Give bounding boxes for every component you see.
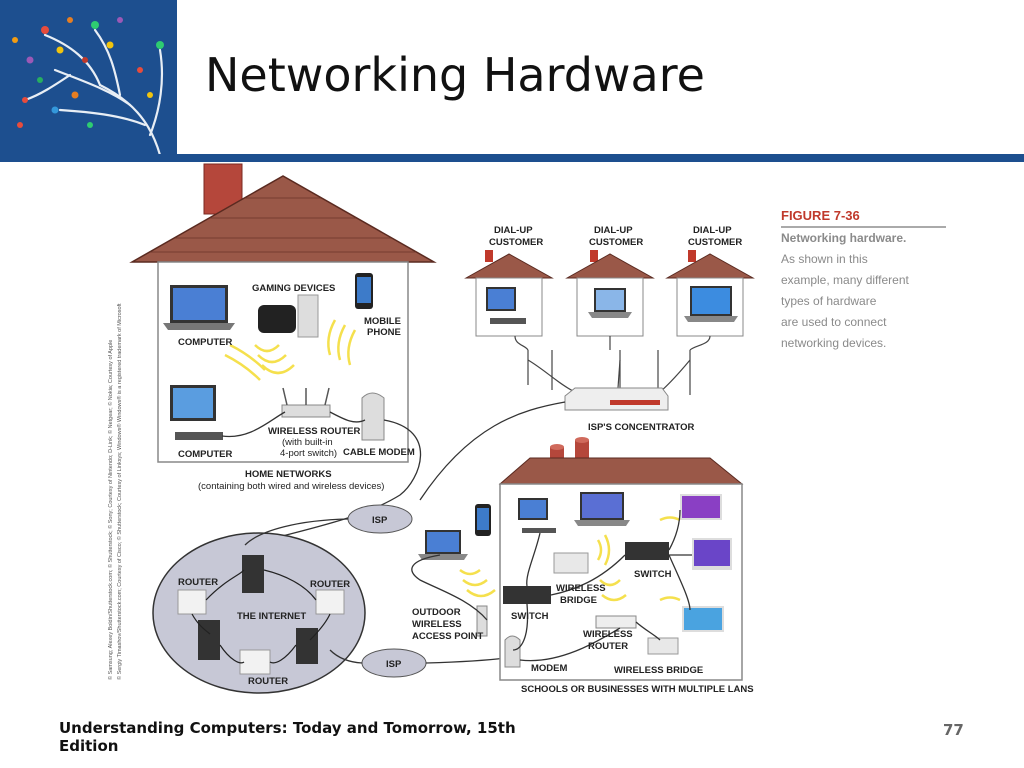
label-outdoor-1: OUTDOOR xyxy=(412,607,461,618)
label-schools: SCHOOLS OR BUSINESSES WITH MULTIPLE LANS xyxy=(521,684,754,695)
label-isp-bottom: ISP xyxy=(386,659,402,670)
wireless-router-icon xyxy=(281,387,331,418)
label-dialup-2: DIAL-UP xyxy=(594,225,633,236)
cable-modem-icon xyxy=(361,392,385,441)
label-router-bottom: ROUTER xyxy=(248,676,288,687)
figure-number: FIGURE 7-36 xyxy=(781,208,860,223)
dialup-house-2 xyxy=(565,250,655,337)
label-computer-bottom: COMPUTER xyxy=(178,449,233,460)
label-modem: MODEM xyxy=(531,663,568,674)
label-isp-top: ISP xyxy=(372,515,388,526)
label-wireless-bridge-top-2: BRIDGE xyxy=(560,595,597,606)
label-customer-1: CUSTOMER xyxy=(489,237,543,248)
label-isps-concentrator: ISP'S CONCENTRATOR xyxy=(588,422,695,433)
label-computer-top: COMPUTER xyxy=(178,337,233,348)
desktop-computer-icon xyxy=(170,385,223,440)
school-wifi-waves xyxy=(459,516,681,602)
label-router-right: ROUTER xyxy=(310,579,350,590)
label-customer-2: CUSTOMER xyxy=(589,237,643,248)
gaming-console-icon xyxy=(258,294,319,338)
figure-caption-line: As shown in this xyxy=(781,252,868,266)
label-gaming-devices: GAMING DEVICES xyxy=(252,283,335,294)
wifi-signal-waves xyxy=(224,319,357,381)
figure-caption-line: are used to connect xyxy=(781,315,887,329)
footer-book-title: Understanding Computers: Today and Tomor… xyxy=(59,719,516,755)
laptop-icon xyxy=(163,285,235,330)
isp-concentrator-icon xyxy=(564,387,669,411)
label-dialup-3: DIAL-UP xyxy=(693,225,732,236)
outdoor-devices xyxy=(418,504,491,637)
label-home-networks-sub: (containing both wired and wireless devi… xyxy=(198,481,384,492)
label-mobile: MOBILE xyxy=(364,316,401,327)
label-switch-left: SWITCH xyxy=(511,611,549,622)
credit-line-1: © Samsung; Alexey Boldin/Shutterstock.co… xyxy=(107,340,114,680)
label-the-internet: THE INTERNET xyxy=(237,611,306,622)
dialup-house-3 xyxy=(665,250,755,337)
label-switch-right: SWITCH xyxy=(634,569,672,580)
networking-hardware-figure: © Samsung; Alexey Boldin/Shutterstock.co… xyxy=(107,163,946,695)
label-outdoor-2: WIRELESS xyxy=(412,619,462,630)
label-customer-3: CUSTOMER xyxy=(688,237,742,248)
telephone-lines xyxy=(514,335,711,395)
figure-caption-line: networking devices. xyxy=(781,336,886,350)
label-home-networks: HOME NETWORKS xyxy=(245,469,332,480)
label-router-left: ROUTER xyxy=(178,577,218,588)
label-cable-modem: CABLE MODEM xyxy=(343,447,415,458)
label-wireless-router: WIRELESS ROUTER xyxy=(268,426,361,437)
label-wireless-bridge-top-1: WIRELESS xyxy=(556,583,606,594)
page-number: 77 xyxy=(943,721,964,739)
decorative-tree-image xyxy=(0,0,177,155)
label-phone: PHONE xyxy=(367,327,401,338)
figure-caption-title: Networking hardware. xyxy=(781,231,906,245)
label-wireless-router-school-2: ROUTER xyxy=(588,641,628,652)
mobile-phone-icon xyxy=(355,273,373,309)
figure-caption-line: types of hardware xyxy=(781,294,877,308)
label-dialup-1: DIAL-UP xyxy=(494,225,533,236)
label-wireless-router-school-1: WIRELESS xyxy=(583,629,633,640)
label-wireless-router-sub1: (with built-in xyxy=(282,437,333,448)
label-wireless-router-sub2: 4-port switch) xyxy=(280,448,337,459)
school-devices xyxy=(503,492,732,668)
label-wireless-bridge-bottom: WIRELESS BRIDGE xyxy=(614,665,703,676)
slide-title: Networking Hardware xyxy=(205,48,705,102)
label-outdoor-3: ACCESS POINT xyxy=(412,631,483,642)
credit-line-2: © Sergiy Timashov/Shutterstock.com; Cour… xyxy=(116,303,123,680)
dialup-house-1 xyxy=(464,250,554,337)
title-divider xyxy=(0,154,1024,162)
figure-caption-line: example, many different xyxy=(781,273,910,287)
internet-cloud xyxy=(152,532,366,694)
